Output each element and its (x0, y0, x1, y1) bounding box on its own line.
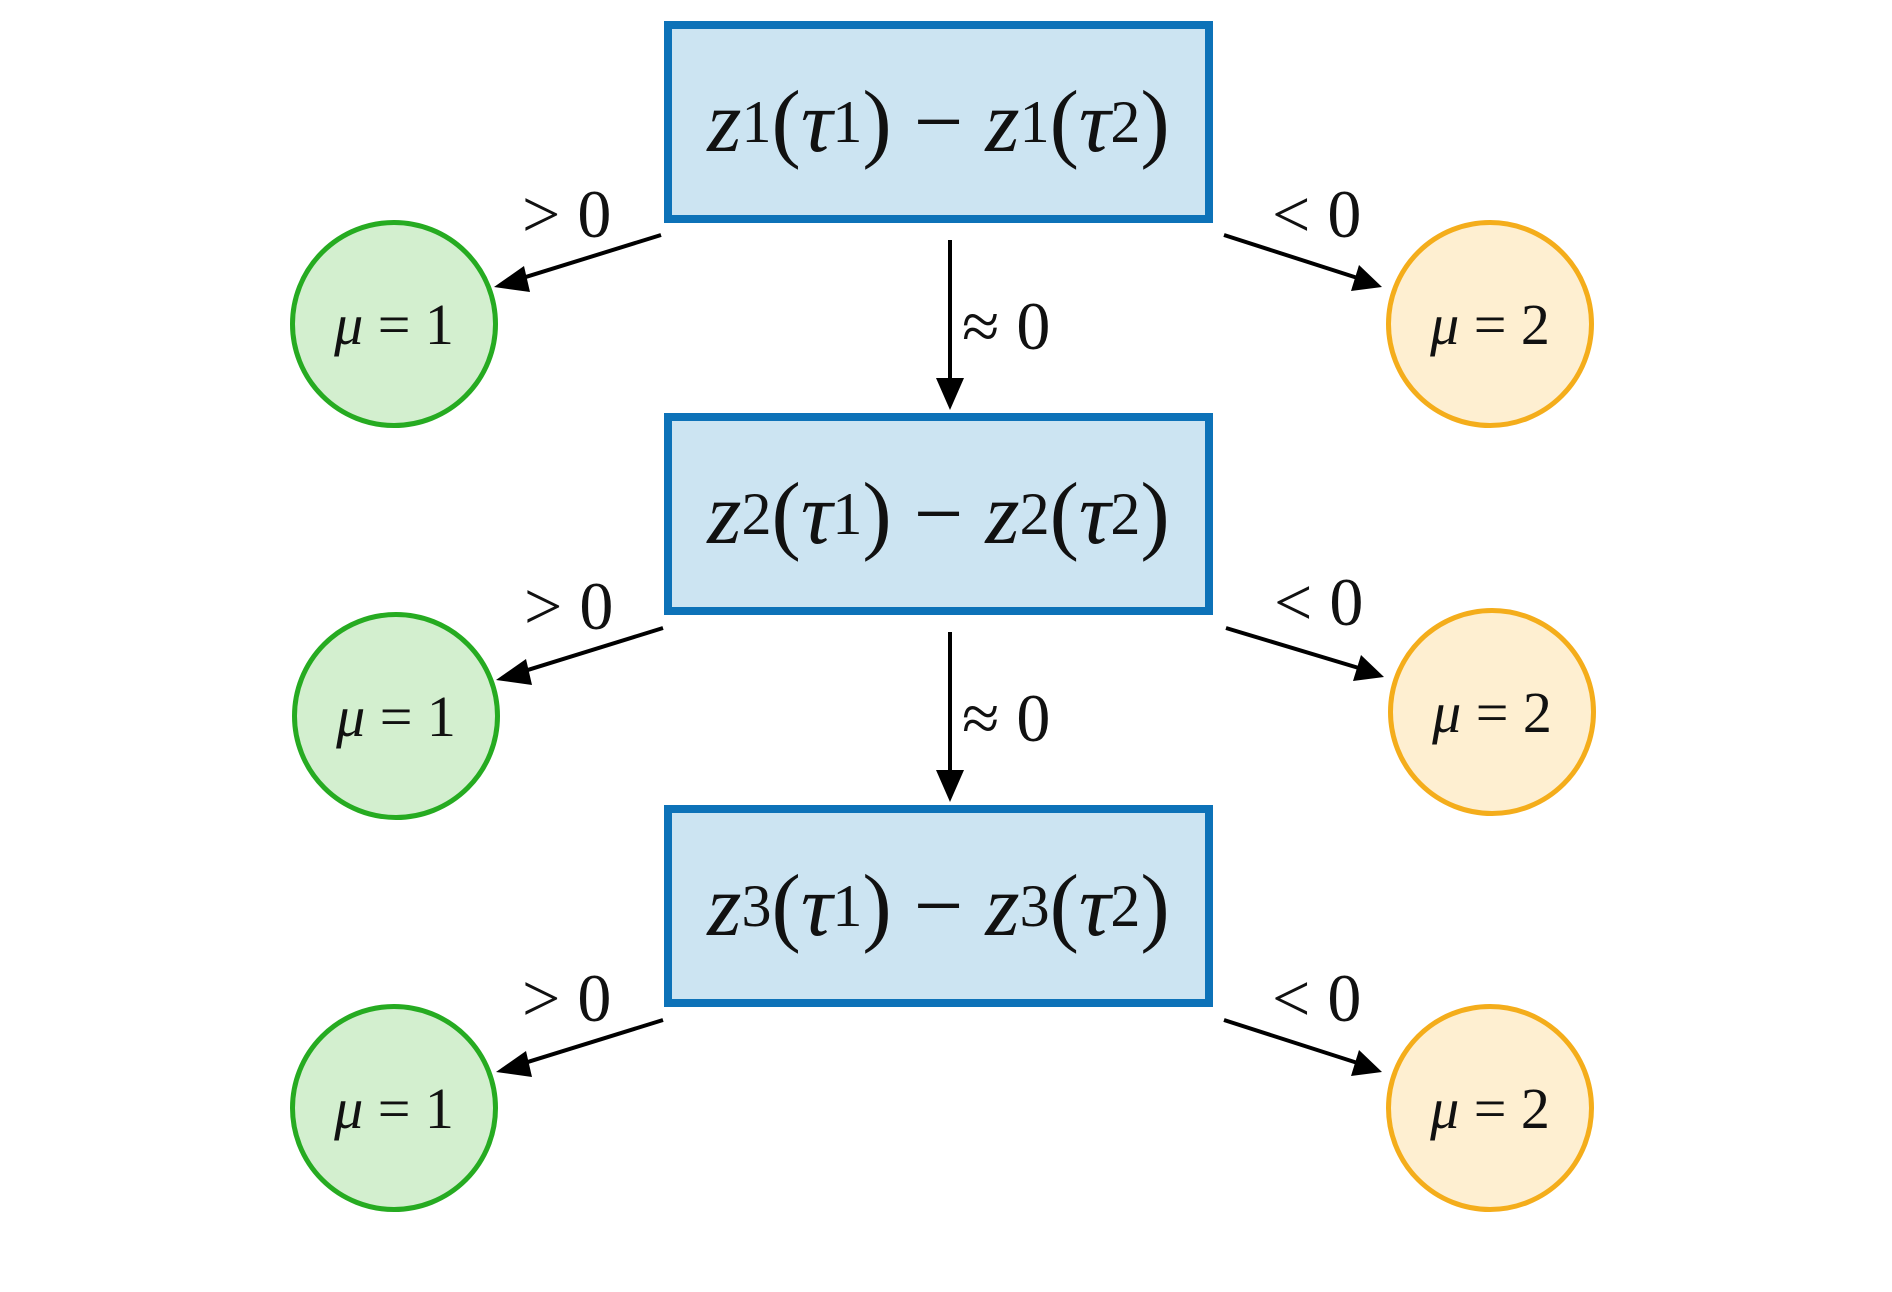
edge-label-2-right: < 0 (1274, 564, 1364, 640)
edge-label-2-left: > 0 (524, 568, 614, 644)
arrow-2-right (1225, 626, 1373, 674)
node-2-left-relation: = (379, 683, 413, 749)
arrowhead-1-down (936, 378, 964, 410)
box-2-operator: − (913, 465, 964, 563)
edge-label-3-right: < 0 (1272, 960, 1362, 1036)
arrowhead-1-left (494, 266, 530, 292)
result-node-3-left: μ = 1 (290, 1004, 498, 1212)
node-1-right-relation: = (1473, 291, 1507, 357)
arrowhead-1-right (1351, 265, 1382, 291)
node-3-right-relation: = (1473, 1075, 1507, 1141)
arrow-3-left (501, 1018, 664, 1072)
box-3-var-2: z (985, 857, 1020, 955)
result-node-1-right: μ = 2 (1386, 220, 1594, 428)
node-1-right-symbol: μ (1430, 291, 1460, 357)
edge-label-1-down: ≈ 0 (962, 288, 1051, 364)
box-3-operator: − (913, 857, 964, 955)
box-1-operator: − (913, 73, 964, 171)
node-2-left-value: 1 (426, 683, 456, 749)
box-3-arg2: τ (1078, 857, 1111, 955)
node-1-left-value: 1 (424, 291, 454, 357)
node-3-right-symbol: μ (1430, 1075, 1460, 1141)
box-3-var: z (707, 857, 742, 955)
node-2-right-relation: = (1475, 679, 1509, 745)
box-1-arg2: τ (1078, 73, 1111, 171)
box-1-var-2: z (985, 73, 1020, 171)
arrow-3-right (1223, 1018, 1371, 1069)
node-2-left-symbol: μ (336, 683, 366, 749)
result-node-2-right: μ = 2 (1388, 608, 1596, 816)
node-3-left-relation: = (377, 1075, 411, 1141)
node-3-right-value: 2 (1520, 1075, 1550, 1141)
box-3-arg1: τ (800, 857, 833, 955)
box-2-var-2: z (985, 465, 1020, 563)
node-1-left-relation: = (377, 291, 411, 357)
result-node-2-left: μ = 1 (292, 612, 500, 820)
node-2-right-symbol: μ (1432, 679, 1462, 745)
arrowhead-2-left (496, 659, 532, 685)
box-2-var: z (707, 465, 742, 563)
arrow-1-left (499, 233, 662, 287)
result-node-1-left: μ = 1 (290, 220, 498, 428)
arrowhead-3-right (1351, 1050, 1382, 1076)
box-1-var: z (707, 73, 742, 171)
result-node-3-right: μ = 2 (1386, 1004, 1594, 1212)
arrowhead-2-right (1353, 655, 1384, 681)
node-3-left-symbol: μ (334, 1075, 364, 1141)
box-1-arg1: τ (800, 73, 833, 171)
arrow-2-left (501, 626, 664, 680)
node-3-left-value: 1 (424, 1075, 454, 1141)
edge-label-2-down: ≈ 0 (962, 680, 1051, 756)
box-2-arg1: τ (800, 465, 833, 563)
arrowhead-2-down (936, 770, 964, 802)
box-2-arg2: τ (1078, 465, 1111, 563)
arrowhead-3-left (496, 1051, 532, 1077)
arrow-1-right (1223, 233, 1371, 284)
edge-label-1-left: > 0 (522, 176, 612, 252)
node-1-left-symbol: μ (334, 291, 364, 357)
edge-label-1-right: < 0 (1272, 176, 1362, 252)
edge-label-3-left: > 0 (522, 960, 612, 1036)
node-2-right-value: 2 (1522, 679, 1552, 745)
node-1-right-value: 2 (1520, 291, 1550, 357)
